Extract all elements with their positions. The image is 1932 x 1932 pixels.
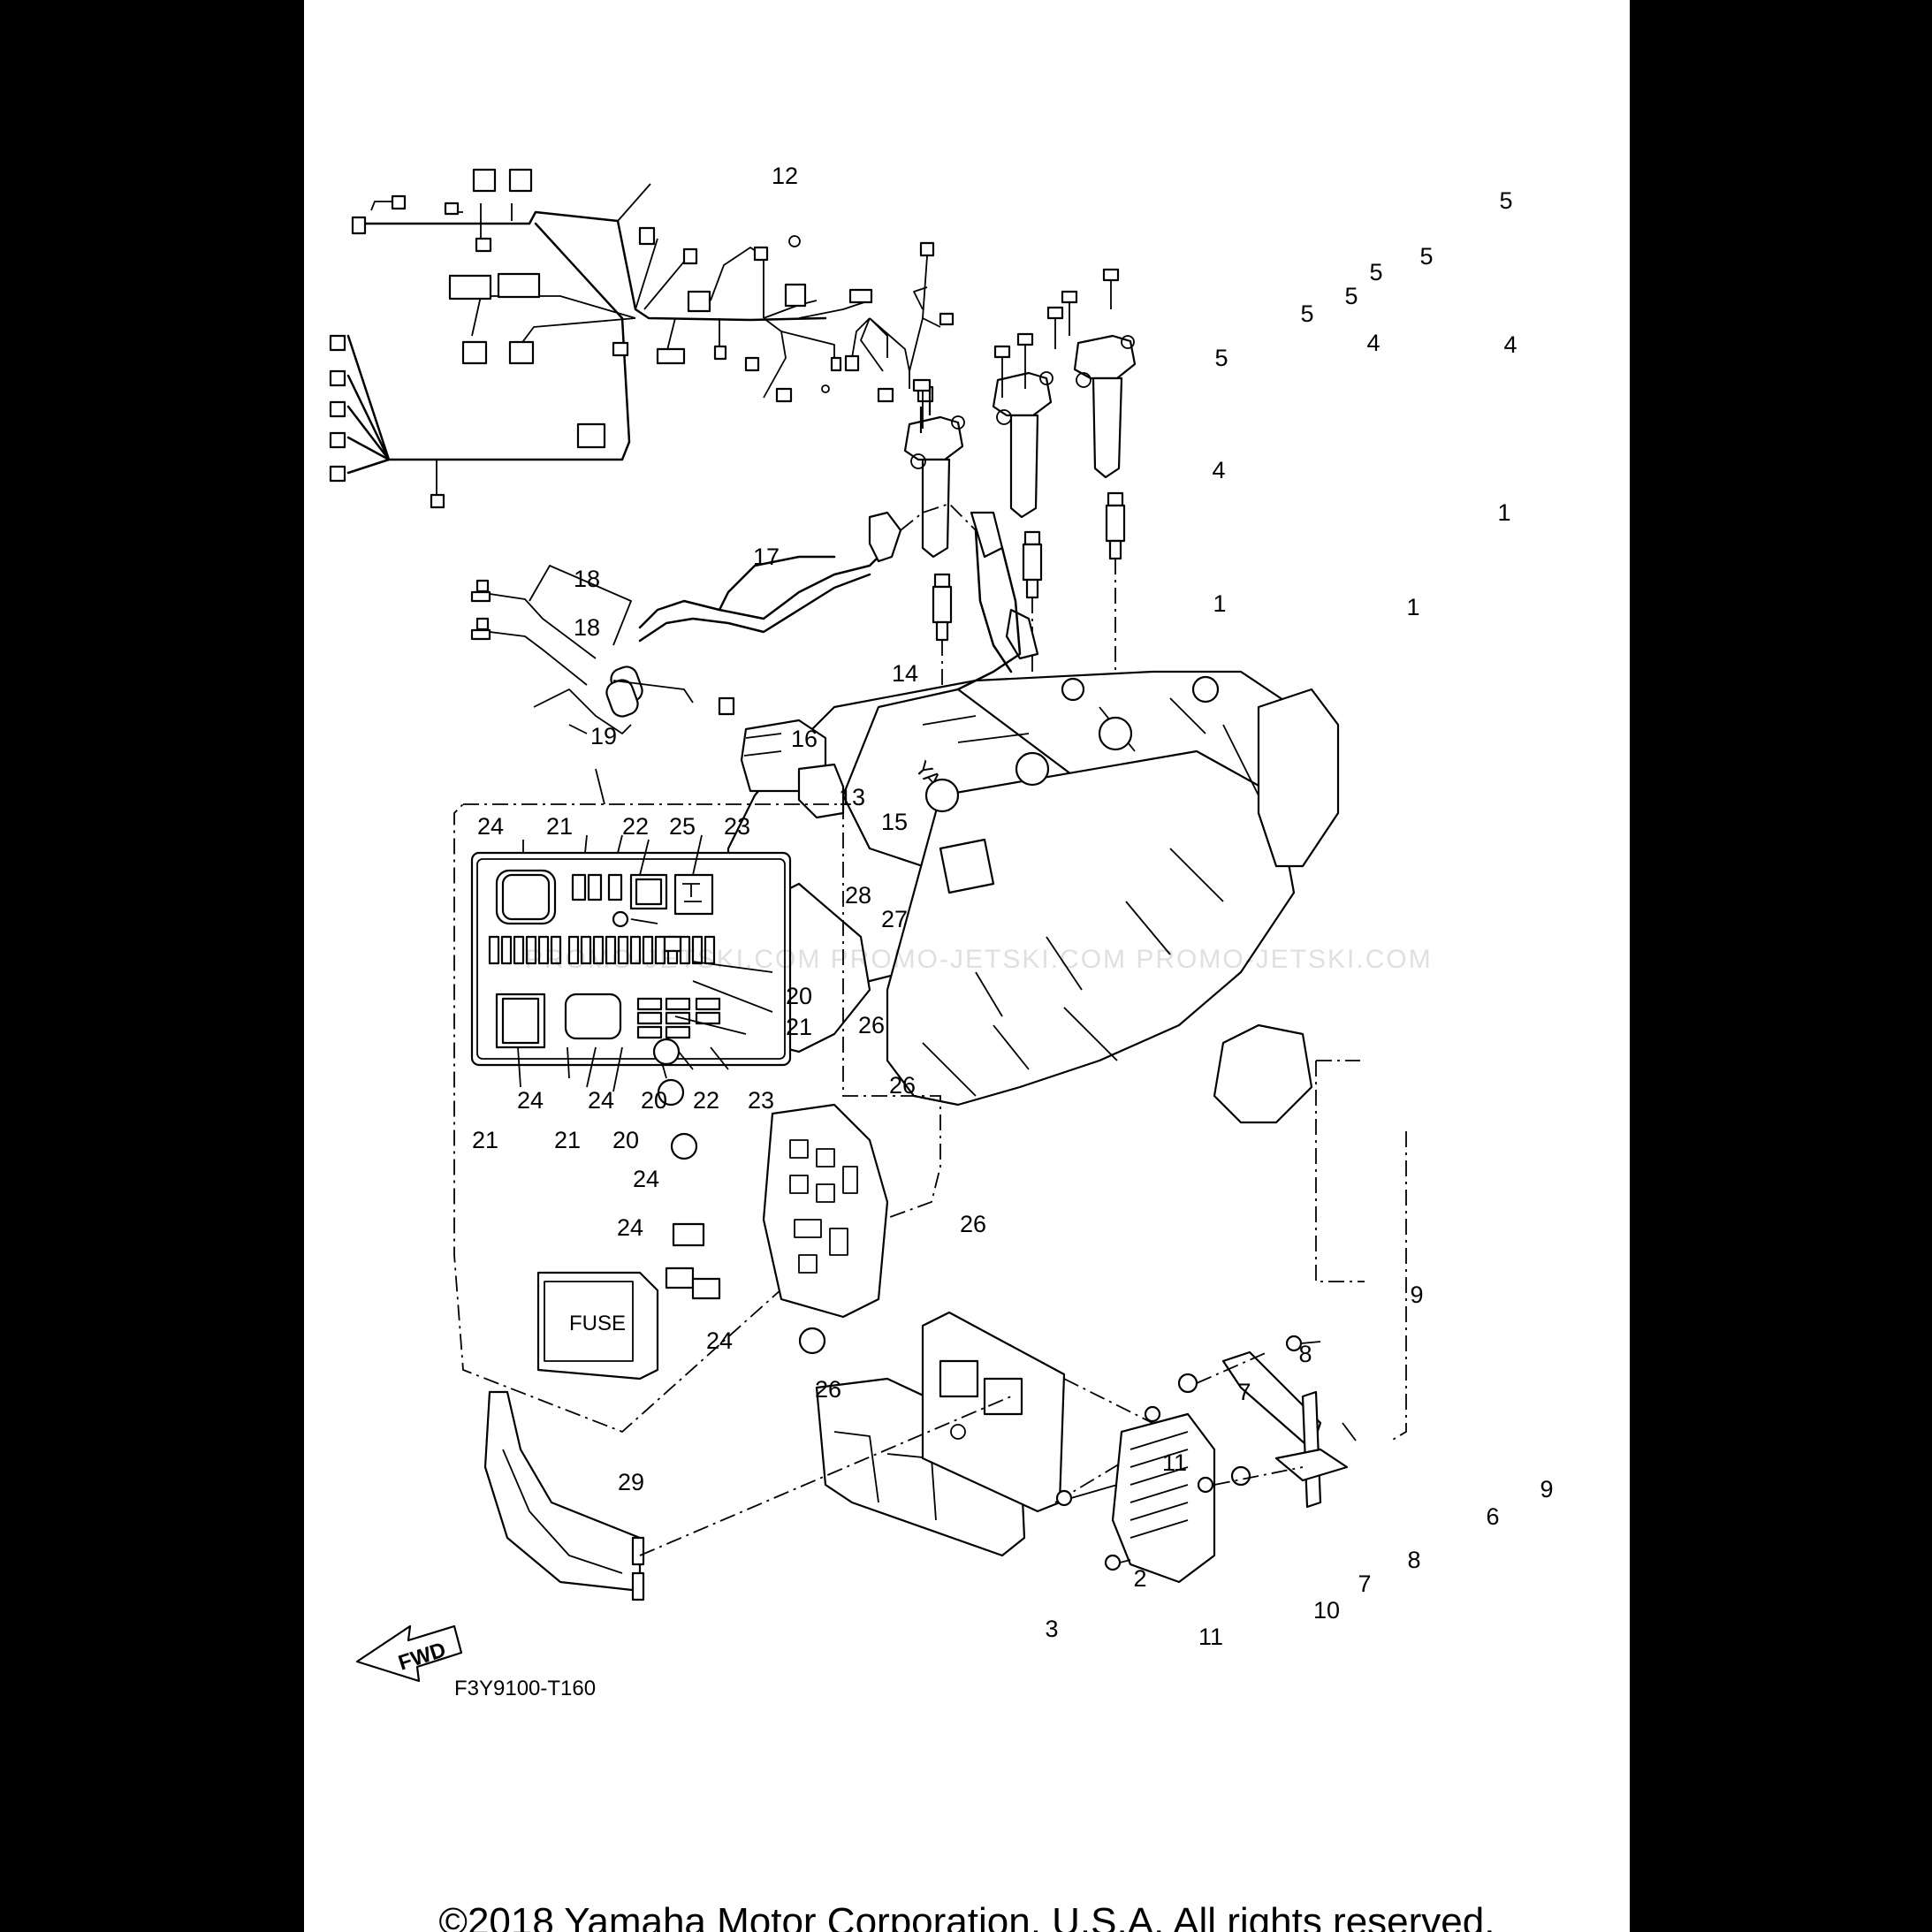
callout-22: 22	[693, 1087, 719, 1114]
callout-14: 14	[892, 660, 918, 687]
battery-cable-group	[470, 502, 1039, 819]
callout-20: 20	[786, 983, 812, 1009]
callout-26: 26	[960, 1211, 986, 1237]
grommets	[612, 910, 826, 1355]
spark-plugs	[932, 491, 1126, 795]
callout-24: 24	[588, 1087, 614, 1114]
callout-19: 19	[590, 723, 617, 749]
exploded-parts-diagram: YAMAHA	[329, 163, 1554, 1700]
callout-5: 5	[1300, 300, 1313, 327]
callout-20: 20	[612, 1127, 639, 1153]
callout-9: 9	[1410, 1282, 1423, 1308]
callout-23: 23	[748, 1087, 774, 1114]
callout-25: 25	[669, 813, 696, 840]
callout-17: 17	[753, 544, 780, 570]
callout-1: 1	[1406, 594, 1419, 620]
callout-20: 20	[641, 1087, 667, 1114]
callout-29: 29	[618, 1469, 644, 1495]
callout-4: 4	[1503, 331, 1517, 358]
fwd-arrow: FWD	[355, 1624, 463, 1683]
callout-21: 21	[554, 1127, 581, 1153]
callout-24: 24	[517, 1087, 544, 1114]
callout-24: 24	[633, 1166, 659, 1192]
callout-24: 24	[706, 1327, 733, 1354]
callout-24: 24	[477, 813, 504, 840]
callout-11: 11	[1162, 1449, 1187, 1476]
callout-11: 11	[1198, 1624, 1223, 1650]
callout-labels: 12 5 5 5 5 5 5 4 4 4 1 1 1 17 18 18 14 1…	[472, 163, 1554, 1650]
callout-23: 23	[724, 813, 750, 840]
callout-22: 22	[622, 813, 649, 840]
callout-4: 4	[1212, 457, 1225, 483]
callout-21: 21	[546, 813, 573, 840]
callout-4: 4	[1366, 330, 1380, 356]
callout-7: 7	[1237, 1379, 1251, 1405]
ecm-group	[815, 1311, 1357, 1584]
callout-1: 1	[1497, 499, 1510, 526]
callout-18: 18	[574, 566, 600, 592]
bracket-29	[483, 1390, 1012, 1601]
callout-5: 5	[1344, 283, 1358, 309]
fuse-cover-label: FUSE	[569, 1312, 626, 1335]
copyright-notice: ©2018 Yamaha Motor Corporation, U.S.A. A…	[438, 1900, 1495, 1932]
callout-18: 18	[574, 614, 600, 641]
callout-26: 26	[815, 1376, 841, 1403]
callout-5: 5	[1499, 187, 1512, 214]
callout-5: 5	[1214, 345, 1228, 371]
ignition-coils	[903, 268, 1137, 559]
callout-13: 13	[839, 784, 865, 810]
callout-10: 10	[1313, 1597, 1340, 1624]
callout-3: 3	[1045, 1616, 1058, 1642]
callout-21: 21	[472, 1127, 498, 1153]
callout-8: 8	[1407, 1547, 1420, 1573]
callout-21: 21	[786, 1014, 812, 1040]
callout-2: 2	[1133, 1565, 1146, 1592]
callout-7: 7	[1358, 1571, 1371, 1597]
fuse-box-group: FUSE	[453, 768, 941, 1434]
callout-16: 16	[791, 726, 818, 752]
wire-harness	[329, 168, 955, 509]
callout-9: 9	[1540, 1476, 1553, 1502]
callout-8: 8	[1298, 1341, 1312, 1367]
callout-15: 15	[881, 809, 908, 835]
callout-24: 24	[617, 1214, 643, 1241]
callout-5: 5	[1369, 259, 1382, 285]
callout-26: 26	[858, 1012, 885, 1038]
callout-5: 5	[1419, 243, 1433, 270]
callout-1: 1	[1213, 590, 1226, 617]
callout-26: 26	[889, 1072, 916, 1099]
callout-28: 28	[845, 882, 871, 909]
parts-diagram-page: YAMAHA	[304, 0, 1630, 1932]
watermark-text: PROMO-JETSKI.COM PROMO-JETSKI.COM PROMO-…	[525, 945, 1433, 974]
callout-6: 6	[1486, 1503, 1499, 1530]
callout-12: 12	[772, 163, 798, 189]
callout-27: 27	[881, 906, 908, 932]
diagram-reference-code: F3Y9100-T160	[454, 1677, 596, 1700]
